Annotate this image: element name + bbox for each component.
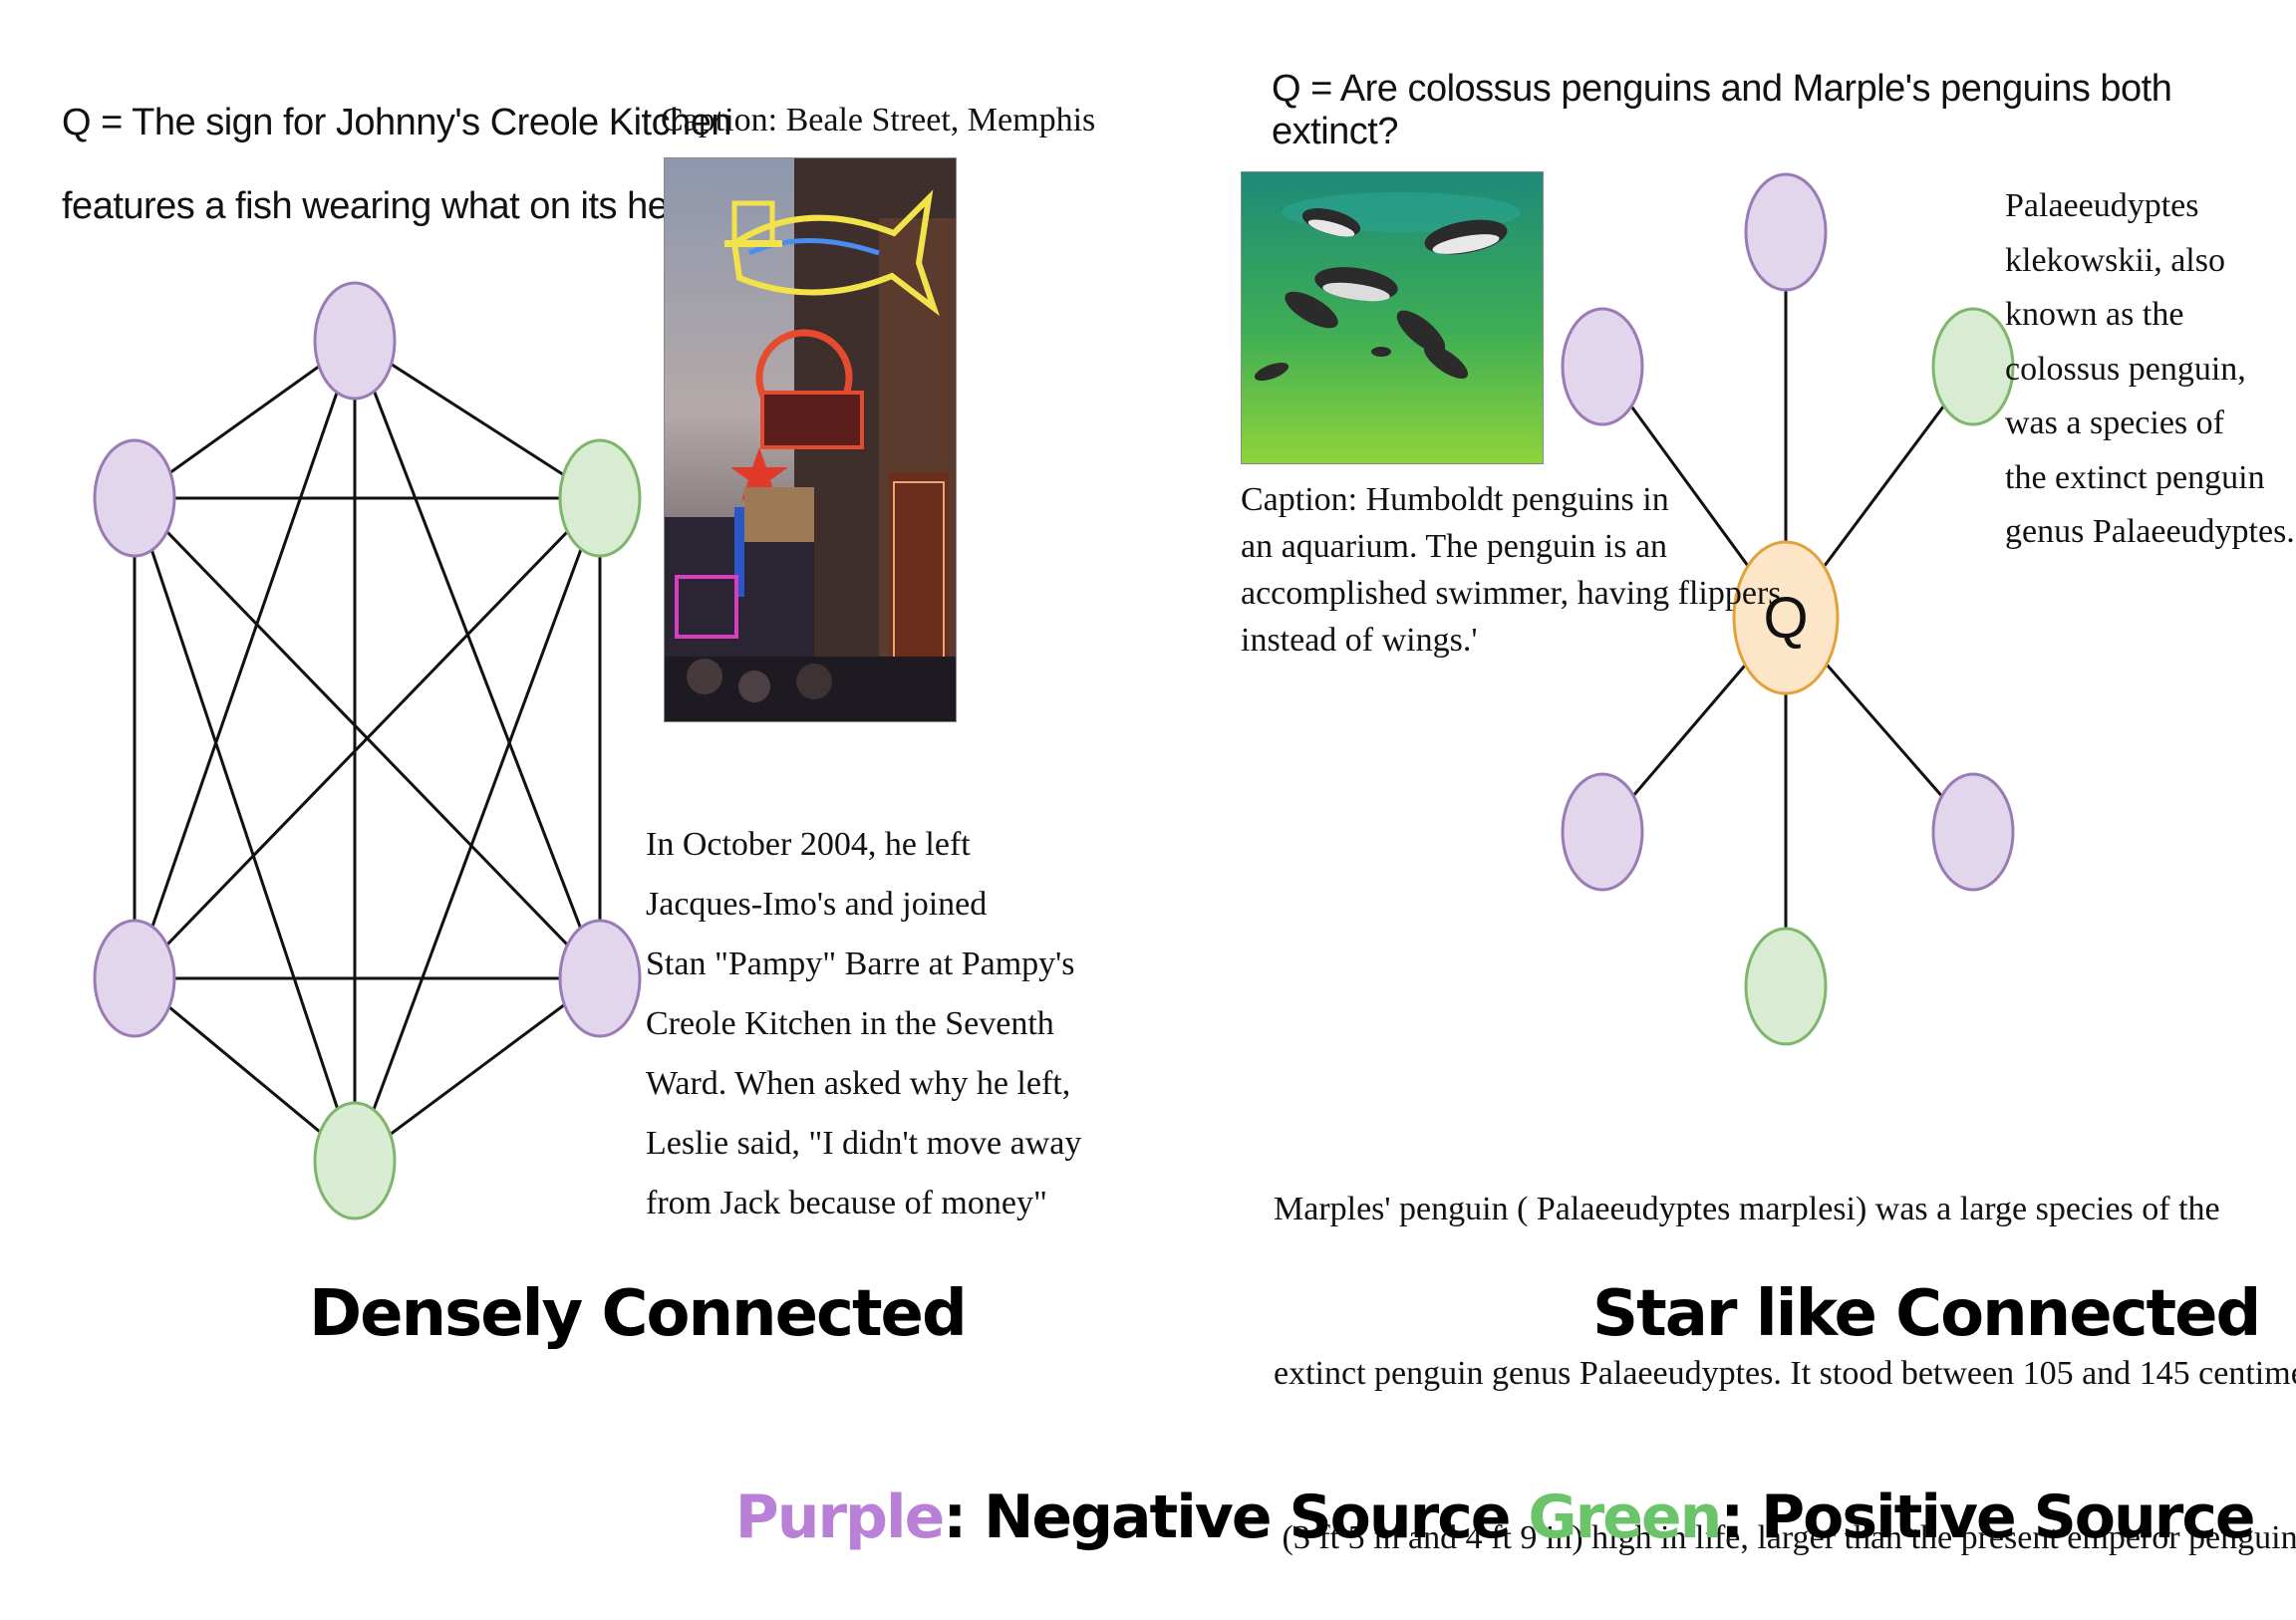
- left-text-line: Creole Kitchen in the Seventh: [646, 1005, 1054, 1042]
- edge: [354, 976, 601, 1163]
- right-side-line: the extinct penguin: [2005, 458, 2265, 496]
- left-text-line: Stan "Pampy" Barre at Pampy's: [646, 945, 1075, 982]
- right-image-caption: Caption: Humboldt penguins in an aquariu…: [1241, 476, 1782, 664]
- left-text-line: from Jack because of money": [646, 1185, 1047, 1221]
- edge: [353, 497, 602, 1162]
- edge: [133, 496, 602, 980]
- right-side-line: klekowskii, also: [2005, 241, 2225, 279]
- dense-graph-nodes: [93, 281, 642, 1220]
- edge: [353, 340, 602, 979]
- penguin-aquarium-drawing: [1242, 172, 1543, 463]
- right-caption-line: Caption: Humboldt penguins in: [1241, 481, 1669, 518]
- star-node-negative: [1744, 172, 1828, 292]
- dense-node-negative: [558, 919, 642, 1038]
- dense-node-positive: [313, 1101, 397, 1220]
- star-node-positive: [1931, 307, 2015, 426]
- beale-street-photo: [664, 157, 957, 722]
- legend-green-word: Green: [1528, 1483, 1722, 1552]
- edge: [1784, 617, 1975, 833]
- left-question-line2: features a fish wearing what on its head…: [62, 185, 730, 227]
- left-text-line: Ward. When asked why he left,: [646, 1065, 1071, 1102]
- right-question: Q = Are colossus penguins and Marple's p…: [1272, 68, 2172, 152]
- left-context-text: In October 2004, he left Jacques-Imo's a…: [646, 815, 1081, 1233]
- right-caption-line: accomplished swimmer, having flippers: [1241, 575, 1782, 612]
- legend-green-desc: : Positive Source: [1720, 1483, 2255, 1552]
- left-text-line: Leslie said, "I didn't move away: [646, 1125, 1082, 1162]
- legend: Purple: Negative Source Green: Positive …: [698, 1413, 2256, 1552]
- right-heading: Star like Connected: [1592, 1277, 2261, 1351]
- star-node-positive: [1744, 927, 1828, 1046]
- left-image-caption: Caption: Beale Street, Memphis: [661, 102, 1096, 138]
- star-node-negative: [1561, 772, 1644, 892]
- edge: [134, 339, 356, 500]
- right-bottom-line: extinct penguin genus Palaeeudyptes. It …: [1274, 1355, 2296, 1392]
- right-side-text: Palaeeudyptes klekowskii, also known as …: [2005, 179, 2295, 560]
- star-node-negative: [1561, 307, 1644, 426]
- penguin-aquarium-photo: [1241, 171, 1544, 464]
- right-side-line: known as the: [2005, 296, 2184, 333]
- right-side-line: Palaeeudyptes: [2005, 187, 2199, 224]
- dense-node-negative: [93, 919, 176, 1038]
- dense-node-negative: [313, 281, 397, 401]
- beale-street-photo-drawing: [665, 158, 956, 721]
- edge: [134, 976, 356, 1163]
- right-caption-line: an aquarium. The penguin is an: [1241, 528, 1668, 565]
- right-caption-line: instead of wings.': [1241, 622, 1478, 659]
- dense-node-negative: [93, 438, 176, 558]
- right-side-line: genus Palaeeudyptes.: [2005, 513, 2295, 550]
- legend-purple-word: Purple: [734, 1483, 945, 1552]
- star-node-negative: [1931, 772, 2015, 892]
- edge: [133, 496, 602, 980]
- right-bottom-text: Marples' penguin ( Palaeeudyptes marples…: [1274, 1072, 2296, 1620]
- left-question-line1: Q = The sign for Johnny's Creole Kitchen: [62, 102, 731, 143]
- right-bottom-line: Marples' penguin ( Palaeeudyptes marples…: [1274, 1191, 2220, 1227]
- left-heading: Densely Connected: [309, 1277, 968, 1351]
- dense-graph-edges-full: [133, 339, 602, 1163]
- legend-purple-desc: : Negative Source: [943, 1483, 1529, 1552]
- edge: [133, 497, 357, 1162]
- edge: [1784, 366, 1975, 619]
- edge: [354, 339, 601, 500]
- right-side-line: colossus penguin,: [2005, 350, 2246, 388]
- left-text-line: Jacques-Imo's and joined: [646, 886, 988, 923]
- dense-node-positive: [558, 438, 642, 558]
- right-side-line: was a species of: [2005, 405, 2224, 441]
- edge: [133, 340, 357, 979]
- left-text-line: In October 2004, he left: [646, 826, 971, 863]
